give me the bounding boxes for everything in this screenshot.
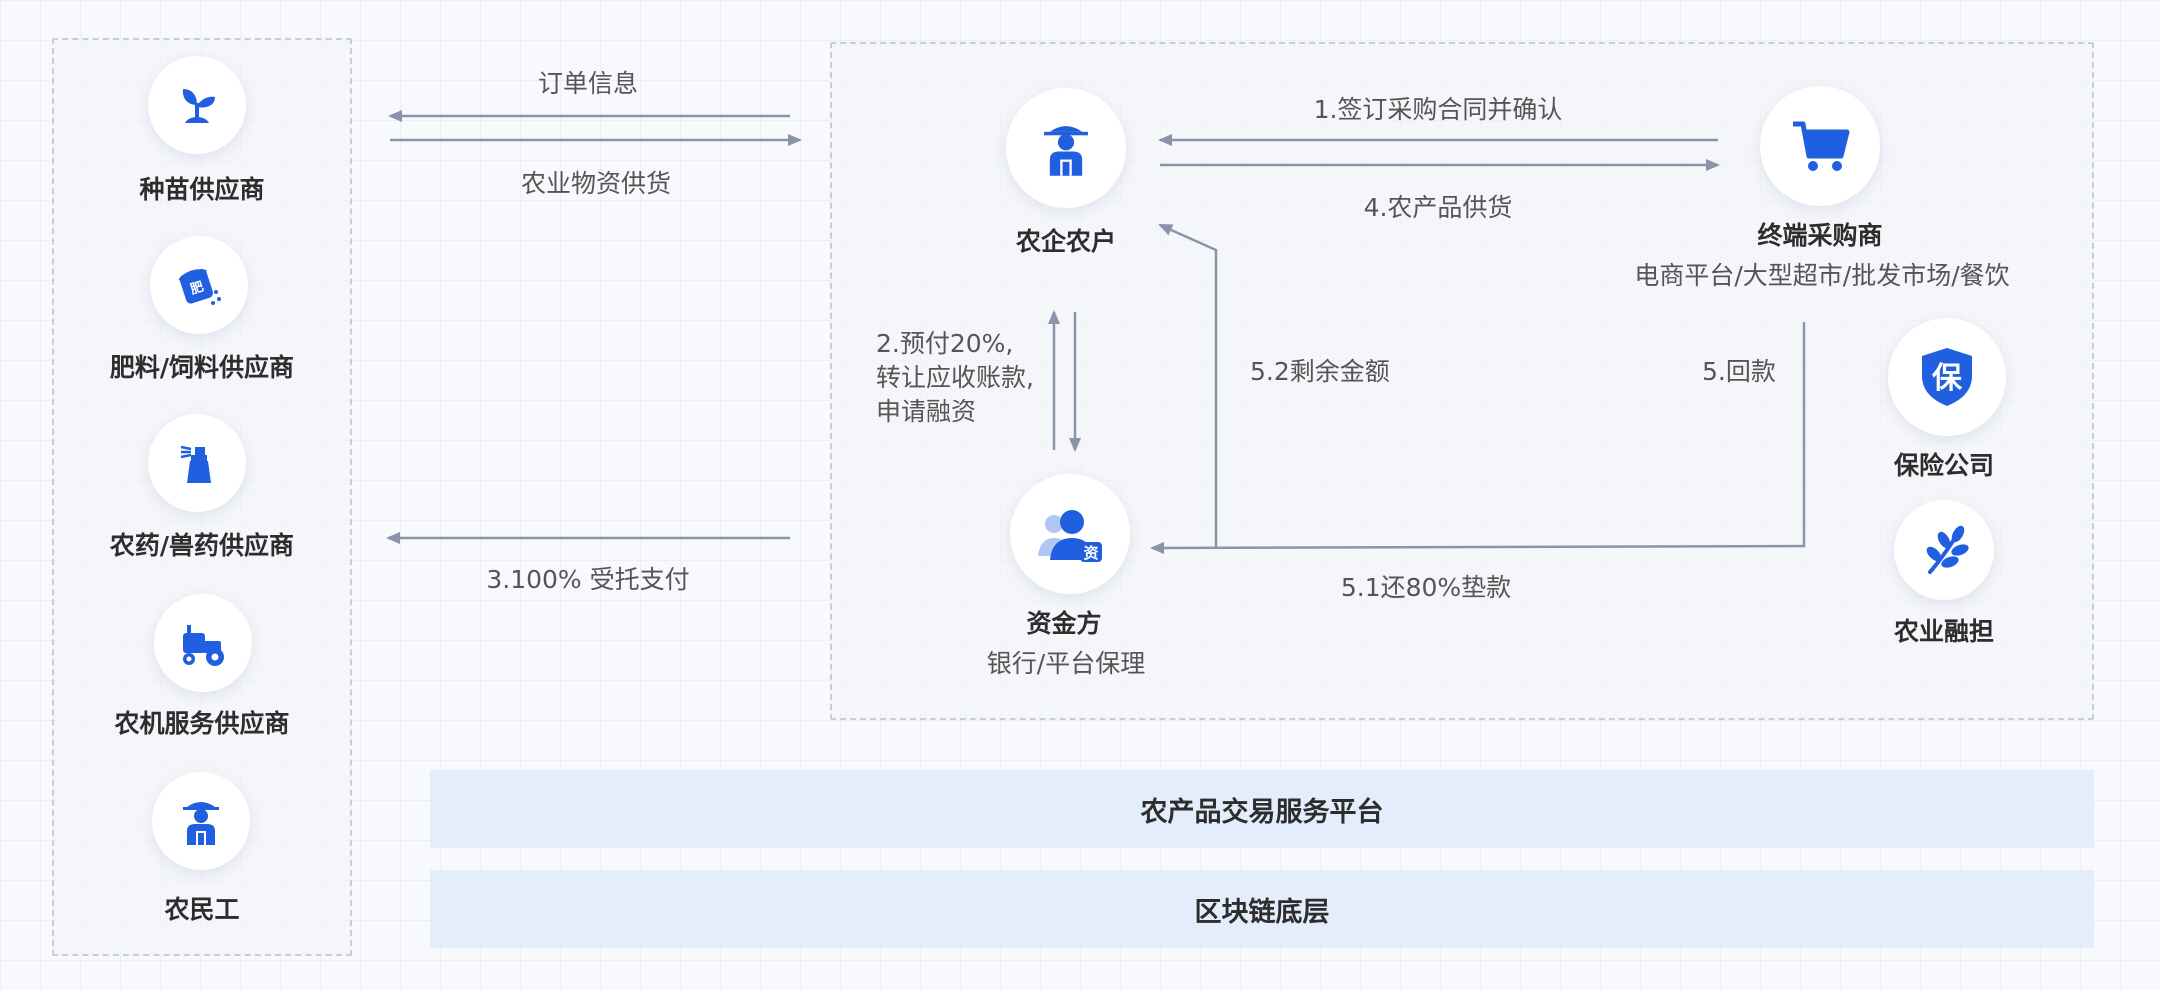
sprayer-icon bbox=[148, 414, 246, 512]
prepay-label-line1: 2.预付20%, bbox=[876, 329, 1014, 358]
branch-leaf-icon bbox=[1894, 500, 1994, 600]
funder-node-label: 资金方 bbox=[1026, 609, 1102, 638]
prepay-label-line3: 申请融资 bbox=[876, 397, 977, 426]
supplier-label-workers: 农民工 bbox=[164, 895, 240, 924]
buyer-node-label: 终端采购商 bbox=[1757, 221, 1883, 250]
repayment-label: 5.回款 bbox=[1702, 357, 1776, 386]
supplier-label-machinery: 农机服务供应商 bbox=[114, 709, 290, 738]
supplier-label-seedling: 种苗供应商 bbox=[139, 175, 265, 204]
shopping-cart-icon bbox=[1760, 86, 1880, 206]
seedling-icon bbox=[148, 56, 246, 154]
product-supply-label: 4.农产品供货 bbox=[1363, 193, 1513, 222]
farmer-node-icon bbox=[1006, 88, 1126, 208]
funder-badge: 资 bbox=[1083, 544, 1098, 562]
sign-contract-label: 1.签订采购合同并确认 bbox=[1313, 95, 1563, 124]
repay-80-label: 5.1还80%垫款 bbox=[1340, 573, 1512, 602]
insurance-shield-icon: 保 bbox=[1888, 318, 2006, 436]
svg-text:肥: 肥 bbox=[188, 279, 205, 298]
supplier-label-fertilizer: 肥料/饲料供应商 bbox=[109, 353, 295, 382]
insurance-node-label: 保险公司 bbox=[1893, 451, 1995, 480]
materials-supply-label: 农业物资供货 bbox=[520, 169, 672, 198]
funder-node-sublabel: 银行/平台保理 bbox=[986, 649, 1146, 678]
funder-person-icon: 资 bbox=[1010, 474, 1130, 594]
buyer-node-sublabel: 电商平台/大型超市/批发市场/餐饮 bbox=[1634, 261, 2010, 290]
supplier-label-pesticide: 农药/兽药供应商 bbox=[109, 531, 295, 560]
insurance-badge: 保 bbox=[1932, 361, 1963, 396]
guarantee-node-label: 农业融担 bbox=[1893, 617, 1995, 646]
tractor-icon bbox=[154, 594, 252, 692]
farmer-icon bbox=[152, 772, 250, 870]
order-info-label: 订单信息 bbox=[537, 69, 639, 98]
trade-platform-bar: 农产品交易服务平台 bbox=[430, 770, 2094, 848]
blockchain-bar: 区块链底层 bbox=[430, 870, 2094, 948]
prepay-label-line2: 转让应收账款, bbox=[876, 363, 1034, 392]
fertilizer-bag-icon: 肥 bbox=[150, 236, 248, 334]
remaining-amount-label: 5.2剩余金额 bbox=[1250, 357, 1390, 386]
farmer-node-label: 农企农户 bbox=[1015, 227, 1117, 256]
entrusted-payment-label: 3.100% 受托支付 bbox=[486, 565, 690, 594]
